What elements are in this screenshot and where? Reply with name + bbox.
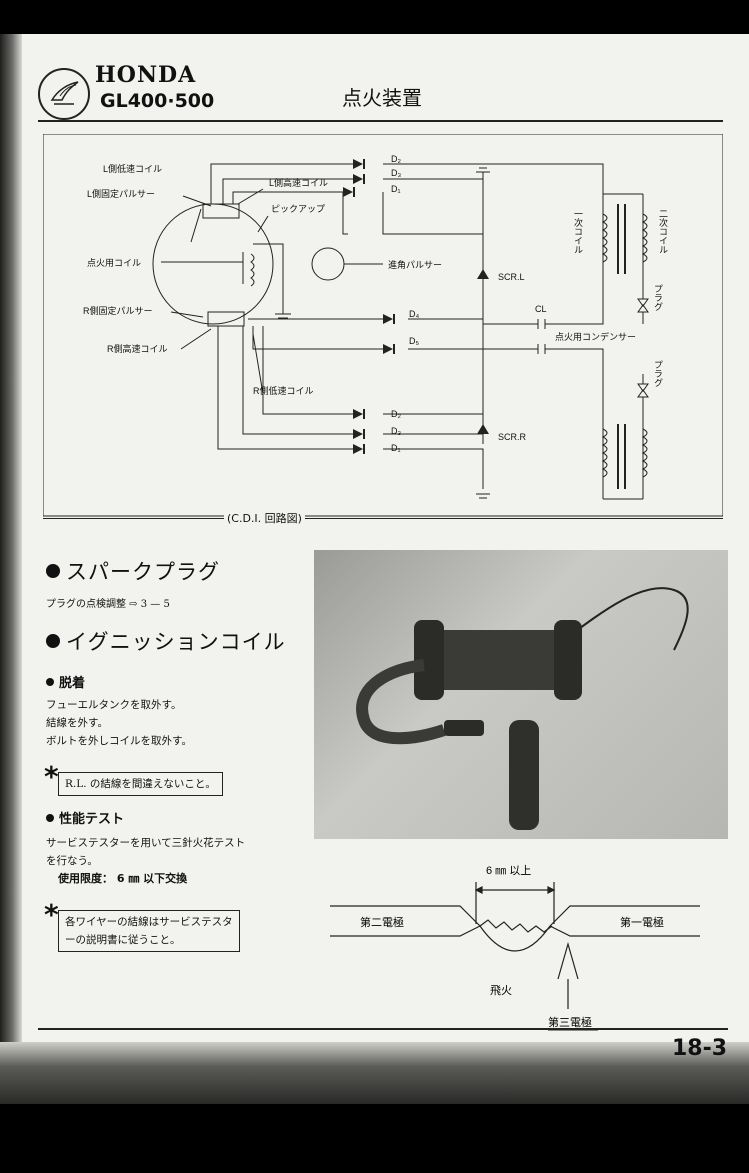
removal-step: 結線を外す。 (46, 717, 108, 729)
spark-label: 飛火 (490, 985, 512, 997)
caution-star-icon: * (44, 898, 59, 931)
label-d4: D₄ (409, 309, 419, 319)
removal-steps: フューエルタンクを取外す。 結線を外す。 ボルトを外しコイルを取外す。 (46, 696, 192, 750)
brand-name: HONDA (95, 62, 197, 88)
label-pickup: ピックアップ (271, 204, 325, 214)
label-d3-top: D₃ (391, 168, 401, 178)
label-d3-bottom: D₃ (391, 426, 401, 436)
label-l-pulser: L側固定パルサー (87, 188, 155, 199)
test-note: 各ワイヤーの結線はサービステスタ ーの説明書に従うこと。 (58, 910, 240, 952)
ignition-coil-illustration (356, 587, 689, 830)
honda-wing-logo-icon (38, 68, 90, 120)
cdi-circuit-diagram: L側低速コイル L側高速コイル L側固定パルサー ピックアップ 点火用コイル 進… (43, 134, 723, 517)
diagram-caption: (C.D.I. 回路図) (224, 510, 305, 526)
label-plug-bottom: プラグ (653, 360, 663, 387)
label-scr-l: SCR.L (498, 272, 525, 282)
spark-plug-heading: スパークプラグ (46, 556, 220, 586)
third-electrode-label: 第三電極 (548, 1015, 592, 1029)
label-r-low-coil: R側低速コイル (253, 385, 314, 396)
label-d1-top: D₁ (391, 184, 401, 194)
caption-rule (43, 518, 723, 519)
test-line: サービステスターを用いて三針火花テスト (46, 837, 246, 849)
label-d1-bottom: D₁ (391, 443, 401, 453)
model-name: GL400·500 (100, 90, 215, 112)
label-l-low-coil: L側低速コイル (103, 163, 162, 174)
gap-label: 6 ㎜ 以上 (486, 864, 531, 877)
service-limit: 使用限度： 6 ㎜ 以下交換 (58, 872, 188, 885)
test-line: を行なう。 (46, 855, 98, 867)
label-scr-r: SCR.R (498, 432, 527, 442)
label-d5: D₅ (409, 336, 419, 346)
manual-page: HONDA GL400·500 点火装置 (0, 34, 749, 1104)
label-advance-pulser: 進角パルサー (388, 259, 442, 270)
removal-step: フューエルタンクを取外す。 (46, 699, 182, 711)
ignition-coil-photo (314, 550, 728, 839)
performance-test-heading: 性能テスト (46, 808, 124, 827)
removal-note: R.L. の結線を間違えないこと。 (58, 772, 223, 796)
first-electrode-label: 第一電極 (620, 915, 664, 929)
page-number: 18-3 (672, 1036, 728, 1061)
test-instructions: サービステスターを用いて三針火花テスト を行なう。 使用限度： 6 ㎜ 以下交換 (46, 834, 245, 888)
label-r-pulser: R側固定パルサー (83, 305, 153, 316)
label-ignition-coil: 点火用コイル (87, 258, 141, 268)
caution-star-icon: * (44, 760, 59, 793)
label-l-high-coil: L側高速コイル (269, 177, 328, 188)
label-plug-top: プラグ (653, 284, 663, 311)
three-point-spark-test-diagram: 6 ㎜ 以上 第二電極 第一電極 飛火 第三電極 (330, 864, 700, 1031)
second-electrode-label: 第二電極 (360, 915, 404, 929)
ignition-coil-heading: イグニッションコイル (46, 626, 286, 656)
removal-heading: 脱着 (46, 672, 85, 691)
header-rule (38, 120, 723, 122)
footer-rule (38, 1028, 728, 1030)
label-cl: CL (535, 304, 547, 314)
page-bottom-shadow (0, 1042, 749, 1104)
removal-step: ボルトを外しコイルを取外す。 (46, 735, 192, 747)
label-primary-coil: 一次コイル (573, 209, 583, 254)
label-r-high-coil: R側高速コイル (107, 343, 168, 354)
spark-plug-reference: プラグの点検調整 ⇨ 3 — 5 (46, 599, 170, 610)
label-d2-top: D₂ (391, 154, 401, 164)
label-capacitor: 点火用コンデンサー (555, 331, 636, 342)
label-secondary-coil: 二次コイル (658, 209, 668, 254)
book-spine (0, 34, 22, 1104)
label-d2-bottom: D₂ (391, 409, 401, 419)
section-title: 点火装置 (342, 86, 422, 110)
